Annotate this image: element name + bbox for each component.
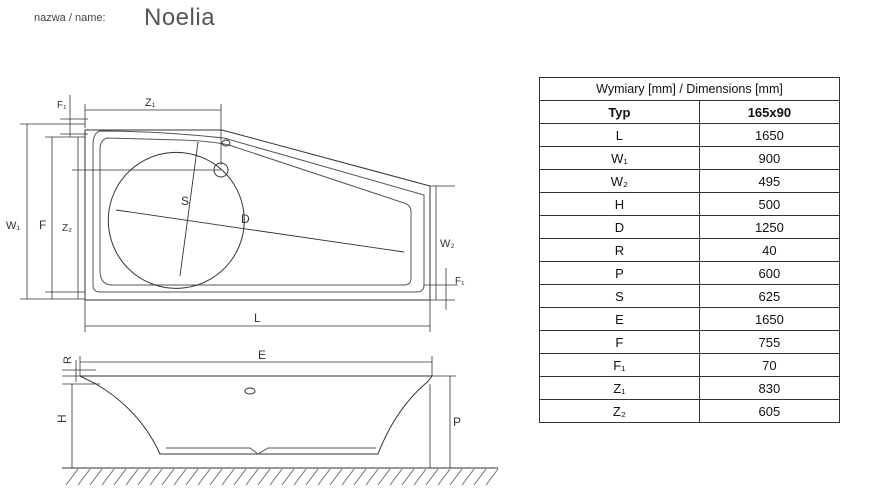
row-key: D [539,215,700,239]
label-f: F [39,218,46,232]
product-name: Noelia [144,4,216,31]
dimensions-table: Wymiary [mm] / Dimensions [mm] Typ 165x9… [539,77,841,423]
row-value: 625 [698,284,841,308]
label-l: L [254,311,261,325]
dimension-s-line [179,141,199,277]
row-value: 1650 [698,307,841,331]
label-f1-top: F₁ [57,100,67,111]
row-key: W₂ [539,169,700,193]
row-value: 1650 [698,123,841,147]
side-view-drain [166,447,376,455]
row-key: F [539,330,700,354]
row-value: 755 [698,330,841,354]
row-value: 830 [698,376,841,400]
top-view-inner-shell [92,130,425,293]
row-value: 70 [698,353,841,377]
row-key: Z₁ [539,376,700,400]
arc-d [221,169,245,263]
row-value: 40 [698,238,841,262]
side-view-outline [79,375,433,455]
dimension-d-line [115,209,405,253]
row-key: E [539,307,700,331]
row-key: Z₂ [539,399,700,423]
label-r: R [62,356,74,364]
row-value: 900 [698,146,841,170]
row-key: R [539,238,700,262]
label-f1-side: F₁ [455,276,465,287]
label-z2: Z₂ [62,223,72,234]
row-key: P [539,261,700,285]
table-caption: Wymiary [mm] / Dimensions [mm] [539,77,840,101]
label-s: S [181,194,189,208]
table-caption-row: Wymiary [mm] / Dimensions [mm] [539,77,840,101]
label-w1: W₁ [6,220,20,232]
overflow-hole [221,139,231,147]
table-header-row: Typ 165x90 [539,100,841,124]
top-view-outline [84,129,431,301]
circle-s [107,151,231,289]
label-p: P [453,415,461,429]
table-header-key: Typ [539,100,700,124]
row-key: H [539,192,700,216]
name-label: nazwa / name: [34,12,106,24]
label-e: E [258,348,266,362]
top-view-basin [99,137,412,286]
side-overflow-hole [244,387,256,395]
table-header-value: 165x90 [698,100,841,124]
row-key: S [539,284,700,308]
row-key: W₁ [539,146,700,170]
row-value: 605 [698,399,841,423]
row-value: 495 [698,169,841,193]
row-value: 600 [698,261,841,285]
floor-hatching [65,468,499,486]
label-d: D [241,212,250,226]
row-value: 500 [698,192,841,216]
row-key: L [539,123,700,147]
row-key: F₁ [539,353,700,377]
row-value: 1250 [698,215,841,239]
label-h: H [55,414,69,423]
label-z1: Z₁ [145,97,156,109]
label-w2: W₂ [440,238,455,250]
